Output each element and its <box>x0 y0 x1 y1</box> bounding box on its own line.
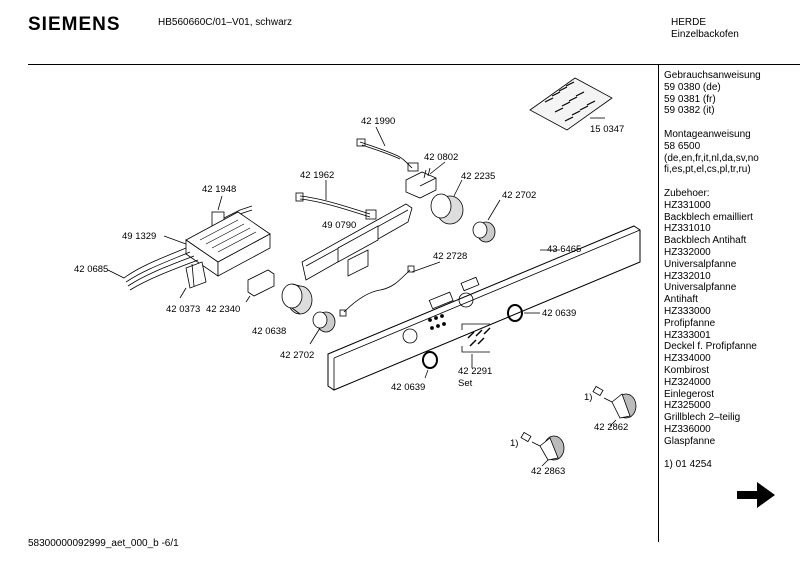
part-label: 42 1948 <box>202 184 236 195</box>
sidebar-info: Gebrauchsanweisung 59 0380 (de) 59 0381 … <box>664 70 796 471</box>
accessory-line: HZ334000 <box>664 353 711 365</box>
knob-cap-drawing <box>309 311 336 345</box>
part-label: 42 2291 <box>458 366 492 377</box>
footnote: 1) 01 4254 <box>664 459 712 471</box>
part-label: 42 0639 <box>542 308 576 319</box>
right-arrow-icon[interactable] <box>735 480 777 510</box>
part-label: 42 2862 <box>594 422 628 433</box>
part-label: 42 0638 <box>252 326 286 337</box>
part-label: 42 2863 <box>531 466 565 477</box>
control-knob-left-drawing <box>520 431 565 467</box>
manual-fr: 59 0381 (fr) <box>664 93 716 105</box>
accessory-line: HZ333000 <box>664 305 711 317</box>
category-line-1: HERDE <box>671 17 707 28</box>
wire-leads-drawing <box>107 247 199 291</box>
accessories-title: Zubehoer: <box>664 187 710 199</box>
cable-harness-drawing <box>356 126 419 172</box>
control-knob-right-drawing <box>592 385 637 427</box>
accessory-line: Deckel f. Profipfanne <box>664 341 757 353</box>
model-title: HB560660C/01–V01, schwarz <box>158 17 292 28</box>
part-label: 42 2235 <box>461 171 495 182</box>
screw-bag-drawing <box>529 77 613 131</box>
knob-housing-drawing <box>281 283 313 315</box>
accessory-line: Glaspfanne <box>664 435 716 447</box>
mount-languages: fi,es,pt,el,cs,pl,tr,ru) <box>664 164 751 176</box>
brand-logo: SIEMENS <box>28 14 121 35</box>
part-label: 43 6465 <box>547 244 581 255</box>
accessory-line: HZ332000 <box>664 246 711 258</box>
accessory-line: HZ332010 <box>664 270 711 282</box>
mounting-bracket-drawing <box>301 203 413 281</box>
part-label: 42 2340 <box>206 304 240 315</box>
part-label: 15 0347 <box>590 124 624 135</box>
accessory-line: Backblech Antihaft <box>664 235 747 247</box>
part-label: 42 0639 <box>391 382 425 393</box>
knob-housing-upper-drawing <box>430 179 464 225</box>
mount-title: Montageanweisung <box>664 128 751 140</box>
part-label: 42 0685 <box>74 264 108 275</box>
accessory-line: HZ333001 <box>664 329 711 341</box>
part-label: 49 1329 <box>122 231 156 242</box>
manual-title: Gebrauchsanweisung <box>664 70 761 81</box>
panel-cable-drawing <box>339 261 441 317</box>
terminal-block-drawing <box>245 269 275 303</box>
accessory-line: Universalpfanne <box>664 258 737 270</box>
part-label: 42 2702 <box>280 350 314 361</box>
ribbon-cable-drawing <box>295 180 377 220</box>
mount-number: 58 6500 <box>664 140 701 152</box>
circuit-board-drawing <box>163 211 271 277</box>
accessory-line: HZ325000 <box>664 400 711 412</box>
knob-cap-upper-drawing <box>472 199 501 243</box>
clip-drawing <box>179 261 207 299</box>
mount-languages: (de,en,fr,it,nl,da,sv,no <box>664 152 759 164</box>
manual-it: 59 0382 (it) <box>664 105 715 117</box>
accessory-line: Antihaft <box>664 294 698 306</box>
part-label: 49 0790 <box>322 220 356 231</box>
part-label: 42 2728 <box>433 251 467 262</box>
part-label: 42 1962 <box>300 170 334 181</box>
manual-de: 59 0380 (de) <box>664 81 721 93</box>
part-label: 42 1990 <box>361 116 395 127</box>
control-panel-drawing <box>327 225 641 391</box>
footnote-marker: 1) <box>510 438 518 449</box>
accessory-line: Profipfanne <box>664 317 716 329</box>
accessory-line: Backblech emailliert <box>664 211 753 223</box>
part-label: 42 0802 <box>424 152 458 163</box>
category-line-2: Einzelbackofen <box>671 29 739 40</box>
accessory-line: Einlegerost <box>664 388 715 400</box>
part-label: 42 2702 <box>502 190 536 201</box>
accessory-line: HZ331000 <box>664 199 711 211</box>
accessory-line: Universalpfanne <box>664 282 737 294</box>
header-divider <box>28 64 800 65</box>
accessory-line: HZ331010 <box>664 223 711 235</box>
screw-set-drawing <box>461 323 491 368</box>
accessory-line: HZ324000 <box>664 376 711 388</box>
part-label: 42 0373 <box>166 304 200 315</box>
part-label: Set <box>458 378 473 389</box>
connector-drawing <box>405 161 446 199</box>
accessory-line: Kombirost <box>664 364 710 376</box>
footnote-marker: 1) <box>584 392 592 403</box>
footer-code: 58300000092999_aet_000_b -6/1 <box>28 538 179 549</box>
trim-ring-drawing <box>422 304 540 379</box>
sidebar-divider <box>658 64 659 542</box>
accessory-line: Grillblech 2–teilig <box>664 412 741 424</box>
accessory-line: HZ336000 <box>664 423 711 435</box>
